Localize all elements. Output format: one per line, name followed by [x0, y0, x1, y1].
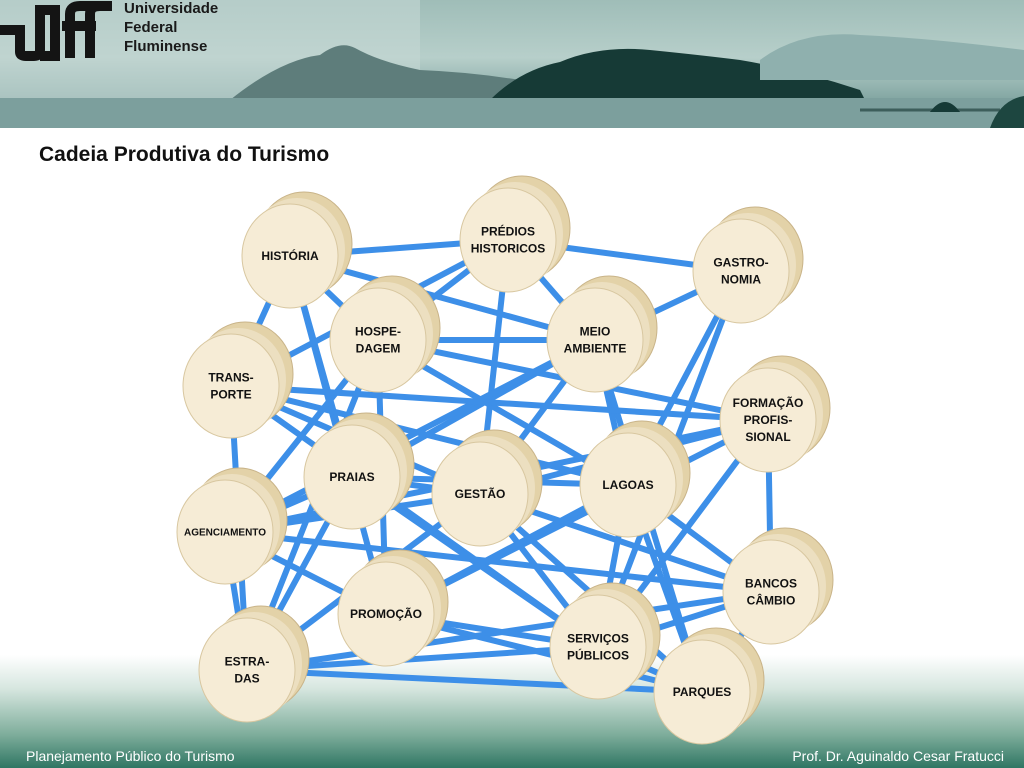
university-name-line3: Fluminense	[124, 38, 208, 55]
node-promocao: PROMOÇÃO	[337, 549, 449, 667]
node-label-parques: PARQUES	[673, 685, 731, 699]
uff-logo-icon	[0, 1, 112, 61]
header-banner: Universidade Federal Fluminense	[0, 0, 1024, 128]
node-face	[431, 441, 529, 547]
university-name-line2: Federal	[124, 19, 178, 36]
node-face	[176, 479, 274, 585]
node-label-promocao: PROMOÇÃO	[350, 606, 422, 621]
node-face	[579, 432, 677, 538]
node-face	[692, 218, 790, 324]
node-label-estradas: ESTRA-	[225, 655, 270, 669]
node-label-formacao: PROFIS-	[744, 413, 793, 427]
node-label-agenciamento: AGENCIAMENTO	[184, 528, 266, 539]
footer-band	[0, 655, 1024, 768]
node-face	[653, 639, 751, 745]
node-estradas: ESTRA- DAS	[198, 605, 310, 723]
nodes-layer: HISTÓRIA PRÉDIOS HISTORICOS GASTRO- NOMIA HOS…	[176, 175, 834, 745]
node-hospedagem: HOSPE- DAGEM	[329, 275, 441, 393]
node-face	[329, 287, 427, 393]
node-label-servicos: SERVIÇOS	[567, 632, 629, 646]
footer-author: Prof. Dr. Aguinaldo Cesar Fratucci	[792, 748, 1004, 764]
node-label-hospedagem: DAGEM	[356, 342, 401, 356]
node-historia: HISTÓRIA	[241, 191, 353, 309]
node-label-formacao: SIONAL	[745, 430, 790, 444]
node-face	[719, 367, 817, 473]
footer-course-title: Planejamento Público do Turismo	[26, 748, 235, 764]
node-label-transporte: TRANS-	[208, 371, 253, 385]
node-agenciamento: AGENCIAMENTO	[176, 467, 288, 585]
node-parques: PARQUES	[653, 627, 765, 745]
node-label-gastronomia: NOMIA	[721, 273, 761, 287]
node-lagoas: LAGOAS	[579, 420, 691, 538]
node-label-gestao: GESTÃO	[455, 486, 506, 501]
node-face	[546, 287, 644, 393]
node-label-transporte: PORTE	[210, 388, 251, 402]
edge-transporte-lagoas	[228, 383, 631, 488]
node-face	[182, 333, 280, 439]
node-label-bancos: BANCOS	[745, 577, 797, 591]
node-label-predios: HISTORICOS	[471, 242, 545, 256]
node-gastronomia: GASTRO- NOMIA	[692, 206, 804, 324]
edge-agenciamento-bancos	[222, 529, 774, 595]
node-label-lagoas: LAGOAS	[602, 478, 653, 492]
edge-transporte-formacao	[228, 383, 771, 423]
node-label-predios: PRÉDIOS	[481, 224, 535, 239]
node-meio_ambiente: MEIO AMBIENTE	[546, 275, 658, 393]
node-transporte: TRANS- PORTE	[182, 321, 294, 439]
node-face	[459, 187, 557, 293]
node-bancos: BANCOS CÂMBIO	[722, 527, 834, 645]
university-name-line1: Universidade	[124, 0, 219, 17]
node-label-formacao: FORMAÇÃO	[733, 395, 804, 410]
node-face	[198, 617, 296, 723]
node-servicos: SERVIÇOS PÚBLICOS	[549, 582, 661, 700]
node-label-meio_ambiente: AMBIENTE	[564, 342, 627, 356]
node-face	[241, 203, 339, 309]
node-face	[722, 539, 820, 645]
node-label-praias: PRAIAS	[329, 470, 374, 484]
edge-meio_ambiente-agenciamento	[222, 337, 598, 535]
node-label-bancos: CÂMBIO	[747, 593, 796, 608]
node-label-meio_ambiente: MEIO	[580, 325, 611, 339]
node-label-gastronomia: GASTRO-	[713, 256, 768, 270]
node-formacao: FORMAÇÃO PROFIS- SIONAL	[719, 355, 831, 473]
node-label-historia: HISTÓRIA	[261, 248, 319, 263]
node-label-hospedagem: HOSPE-	[355, 325, 401, 339]
node-gestao: GESTÃO	[431, 429, 543, 547]
node-label-estradas: DAS	[234, 672, 259, 686]
node-label-servicos: PÚBLICOS	[567, 648, 629, 663]
node-praias: PRAIAS	[303, 412, 415, 530]
node-face	[549, 594, 647, 700]
landscape-image	[0, 0, 1024, 128]
page-title: Cadeia Produtiva do Turismo	[39, 143, 330, 166]
node-predios: PRÉDIOS HISTORICOS	[459, 175, 571, 293]
node-face	[337, 561, 435, 667]
node-face	[303, 424, 401, 530]
